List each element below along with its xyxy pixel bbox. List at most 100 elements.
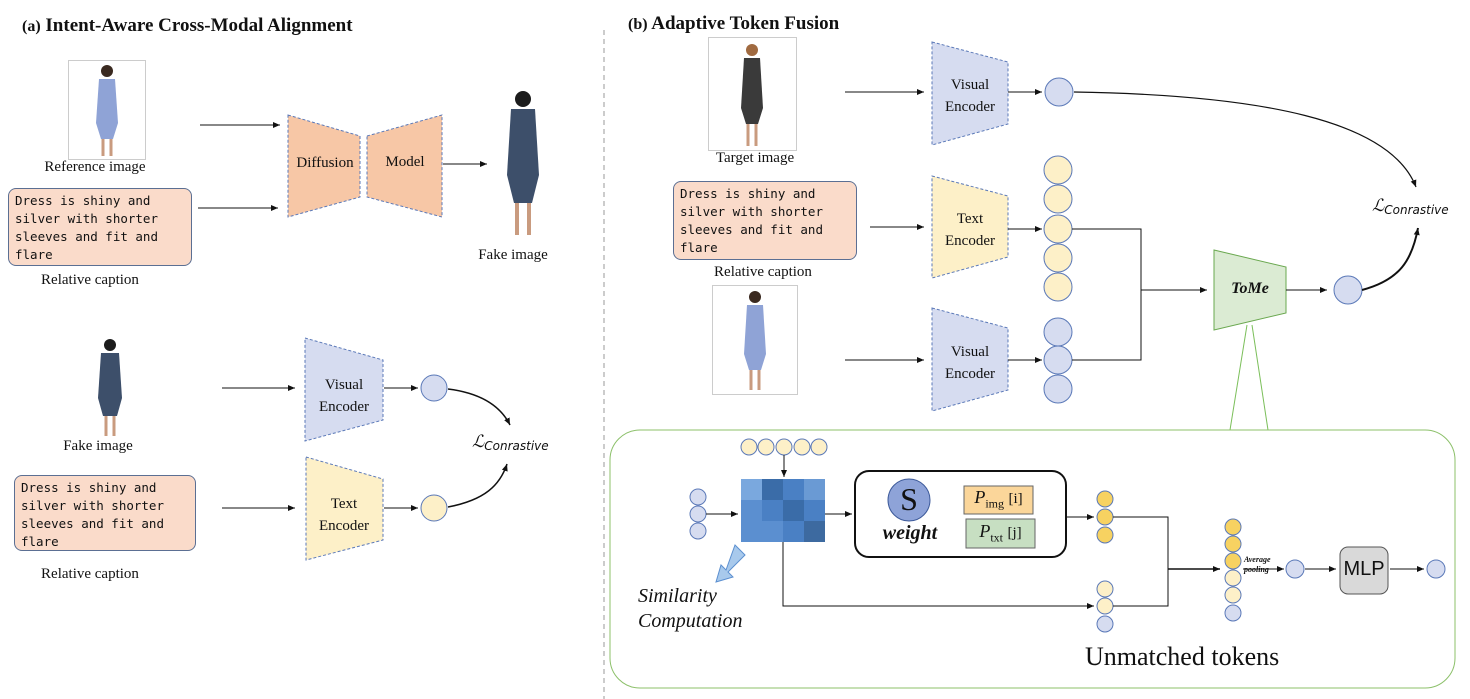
loss-subscript-b: Conrastive: [1384, 203, 1449, 217]
combined-token-column: [1224, 518, 1242, 622]
pooled-token: [1285, 559, 1305, 579]
curve-fused-to-loss: [1361, 227, 1420, 291]
visual-encoder-label-bottom: Visual Encoder: [932, 341, 1008, 385]
panel-b-title: (b) Adaptive Token Fusion: [628, 13, 839, 35]
p-txt-index: [j]: [1007, 525, 1022, 541]
similarity-label-line2: Computation: [638, 610, 743, 632]
loss-symbol-a: ℒ: [472, 432, 485, 451]
relative-caption-box-b: Dress is shiny and silver with shorter s…: [673, 181, 857, 260]
average-label: Average: [1244, 555, 1271, 564]
text-encoder-shape-b: [931, 175, 1009, 279]
p-txt-subscript: txt: [990, 530, 1003, 545]
person-figure-icon: [96, 65, 118, 156]
img-token-column-small: [689, 488, 707, 540]
loss-symbol-b: ℒ: [1372, 196, 1385, 215]
text-token-a: [420, 494, 448, 522]
similarity-matrix: [741, 479, 825, 542]
similarity-label-line1: Similarity: [638, 585, 717, 607]
mlp-label: MLP: [1343, 558, 1385, 580]
s-symbol: S: [900, 481, 918, 517]
p-img-symbol: P: [974, 487, 986, 507]
panel-b-title-text: Adaptive Token Fusion: [651, 13, 840, 34]
arrow-matrix-to-unmatched: [782, 542, 1094, 609]
p-txt-symbol: P: [979, 521, 991, 541]
text-encoder-shape-a: [305, 456, 384, 561]
p-txt-box: [965, 518, 1036, 549]
zoom-line-left: [1229, 324, 1248, 431]
visual-encoder-label-line2: Encoder: [319, 399, 369, 415]
visual-encoder-top-line2: Encoder: [945, 99, 995, 115]
fake-image-label: Fake image: [478, 247, 548, 263]
target-image: [708, 37, 797, 151]
visual-encoder-label-top: Visual Encoder: [932, 74, 1008, 118]
average-pooling-label: Average pooling: [1244, 555, 1271, 575]
text-token-column: [1043, 155, 1073, 302]
visual-encoder-shape-a: [304, 337, 384, 442]
p-img-box: [963, 485, 1034, 515]
relative-caption-label-b: Relative caption: [714, 264, 812, 280]
p-img-label: Pimg [i]: [964, 487, 1033, 512]
panel-b-tag: (b): [628, 16, 648, 33]
visual-encoder-label-line1: Visual: [324, 377, 364, 393]
fake-image: [468, 85, 578, 245]
text-encoder-b-line2: Encoder: [945, 233, 995, 249]
diffusion-left-trapezoid: [287, 114, 361, 218]
visual-encoder-shape-top: [931, 41, 1009, 146]
text-encoder-label-line2: Encoder: [319, 518, 369, 534]
pooling-label: pooling: [1244, 565, 1269, 574]
unmatched-tokens-label: Unmatched tokens: [1085, 642, 1280, 671]
weight-label: weight: [882, 522, 938, 544]
mlp-box: [1339, 546, 1389, 595]
matched-token-column: [1096, 490, 1114, 544]
visual-encoder-label-a: Visual Encoder: [305, 374, 383, 418]
p-img-index: [i]: [1008, 491, 1023, 507]
text-token-row: [740, 438, 828, 456]
contrastive-loss-b: ℒConrastive: [1372, 196, 1449, 217]
fused-token: [1333, 275, 1363, 305]
text-encoder-label-line1: Text: [330, 496, 358, 512]
person-figure-icon: [741, 44, 763, 146]
relative-caption-label-a1: Relative caption: [41, 272, 139, 288]
model-label: Model: [385, 154, 425, 170]
panel-a-tag: (a): [22, 18, 41, 35]
visual-token-column: [1043, 317, 1073, 404]
curve-target-to-loss: [1073, 91, 1417, 188]
tome-label: ToMe: [1231, 280, 1269, 297]
merge-connector-detail: [1113, 516, 1169, 607]
visual-encoder-shape-bottom: [931, 307, 1009, 412]
text-encoder-b-line1: Text: [956, 211, 984, 227]
visual-encoder-top-line1: Visual: [950, 77, 990, 93]
person-figure-icon: [744, 291, 766, 390]
diffusion-right-trapezoid: [366, 114, 443, 218]
reference-image: [68, 60, 146, 160]
loss-subscript-a: Conrastive: [484, 439, 549, 453]
curve-visual-to-loss-a: [447, 388, 511, 426]
tome-shape: [1213, 249, 1287, 331]
visual-encoder-bottom-line2: Encoder: [945, 366, 995, 382]
relative-caption-box-a2: Dress is shiny and silver with shorter s…: [14, 475, 196, 551]
person-figure-icon: [98, 339, 122, 436]
visual-encoder-bottom-line1: Visual: [950, 344, 990, 360]
target-token: [1044, 77, 1074, 107]
p-txt-label: Ptxt [j]: [966, 521, 1035, 546]
person-figure-icon: [507, 91, 539, 235]
s-circle: [887, 478, 931, 522]
output-token: [1426, 559, 1446, 579]
reference-image-label: Reference image: [44, 159, 146, 175]
zoom-line-right: [1251, 324, 1269, 431]
merge-connector: [1072, 228, 1142, 361]
target-image-label: Target image: [715, 150, 795, 166]
relative-caption-box-a1: Dress is shiny and silver with shorter s…: [8, 188, 192, 266]
diffusion-label: Diffusion: [296, 155, 354, 171]
visual-token-a: [420, 374, 448, 402]
reference-image-b: [712, 285, 798, 395]
unmatched-token-column: [1096, 580, 1114, 633]
fake-image-label-2: Fake image: [63, 438, 133, 454]
similarity-callout-arrow: [715, 544, 746, 583]
relative-caption-label-a2: Relative caption: [41, 566, 139, 582]
panel-a-title: (a) Intent-Aware Cross-Modal Alignment: [22, 15, 353, 37]
curve-text-to-loss-a: [447, 463, 508, 508]
fake-image-small: [70, 336, 150, 440]
panel-a-title-text: Intent-Aware Cross-Modal Alignment: [45, 15, 353, 36]
